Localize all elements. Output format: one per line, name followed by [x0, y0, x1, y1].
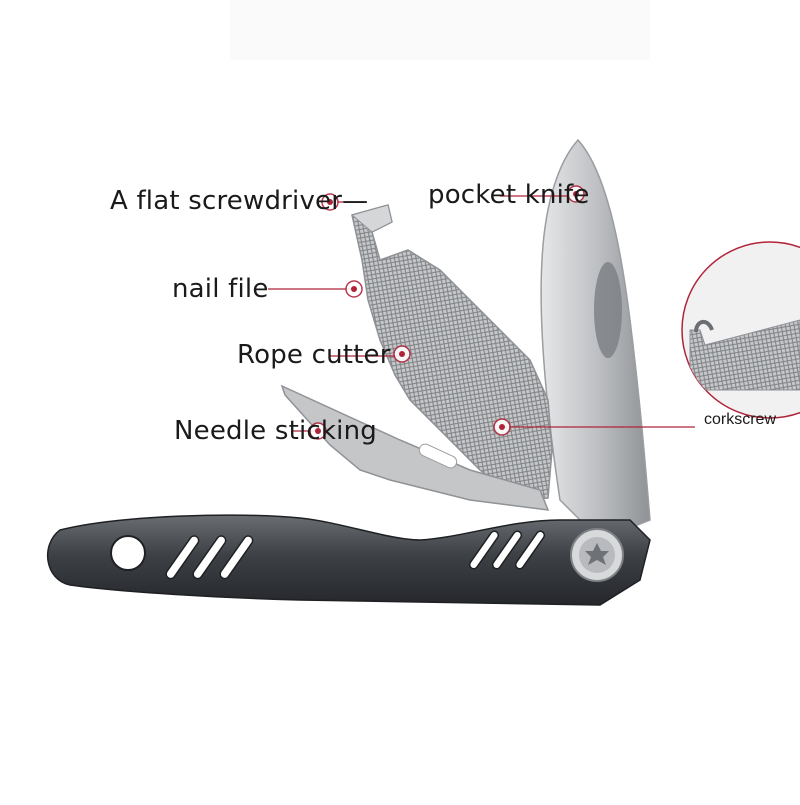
label-needle-sticking: Needle sticking	[174, 416, 377, 446]
label-rope-cutter: Rope cutter	[237, 340, 391, 370]
corkscrew-zoom-inset	[681, 241, 800, 419]
label-flat-screwdriver: A flat screwdriver—	[110, 186, 369, 216]
torx-screw-icon	[570, 528, 624, 582]
label-pocket-knife: pocket knife	[428, 180, 590, 210]
label-corkscrew: corkscrew	[704, 411, 777, 428]
target-dot-icon	[309, 185, 585, 440]
thumb-hole	[594, 262, 622, 358]
label-nail-file: nail file	[172, 274, 269, 304]
handle-slots	[165, 530, 546, 580]
